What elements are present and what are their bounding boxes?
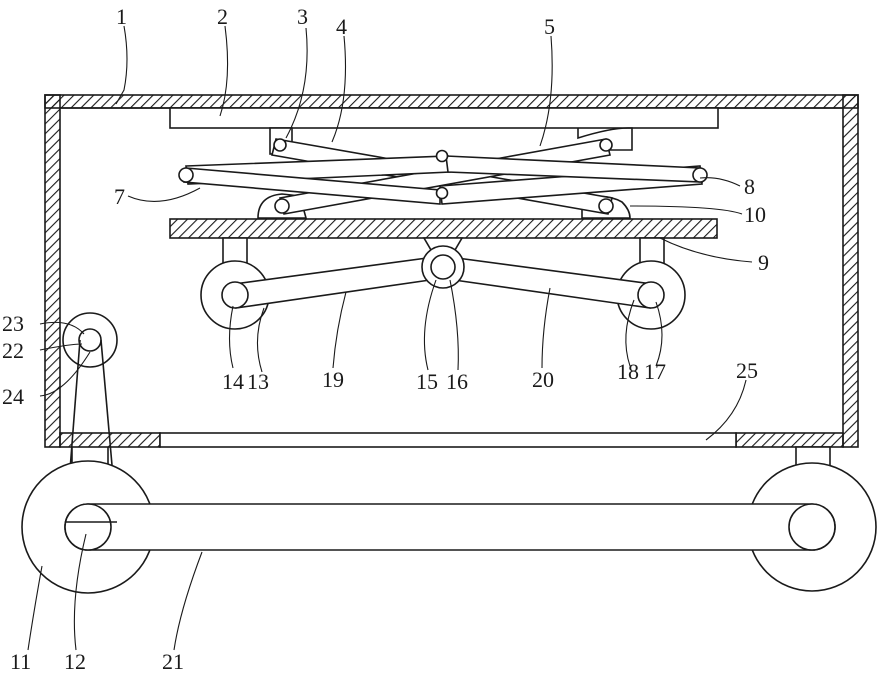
- top-plate: [170, 108, 718, 128]
- label-8: 8: [744, 174, 755, 199]
- label-7: 7: [114, 184, 125, 209]
- label-24: 24: [2, 384, 24, 409]
- label-16: 16: [446, 369, 468, 394]
- label-4: 4: [336, 14, 347, 39]
- label-12: 12: [64, 649, 86, 674]
- label-18: 18: [617, 359, 639, 384]
- label-11: 11: [10, 649, 31, 674]
- label-5: 5: [544, 14, 555, 39]
- base-wheels: [22, 447, 876, 593]
- label-23: 23: [2, 311, 24, 336]
- label-14: 14: [222, 369, 244, 394]
- lower-linkage: [201, 238, 685, 329]
- label-22: 22: [2, 338, 24, 363]
- label-19: 19: [322, 367, 344, 392]
- label-1: 1: [116, 4, 127, 29]
- scissor-mechanism: [179, 128, 707, 218]
- label-17: 17: [644, 359, 666, 384]
- label-20: 20: [532, 367, 554, 392]
- label-3: 3: [297, 4, 308, 29]
- label-13: 13: [247, 369, 269, 394]
- label-10: 10: [744, 202, 766, 227]
- label-25: 25: [736, 358, 758, 383]
- label-15: 15: [416, 369, 438, 394]
- label-2: 2: [217, 4, 228, 29]
- hatched-platform: [170, 219, 717, 238]
- label-9: 9: [758, 250, 769, 275]
- label-21: 21: [162, 649, 184, 674]
